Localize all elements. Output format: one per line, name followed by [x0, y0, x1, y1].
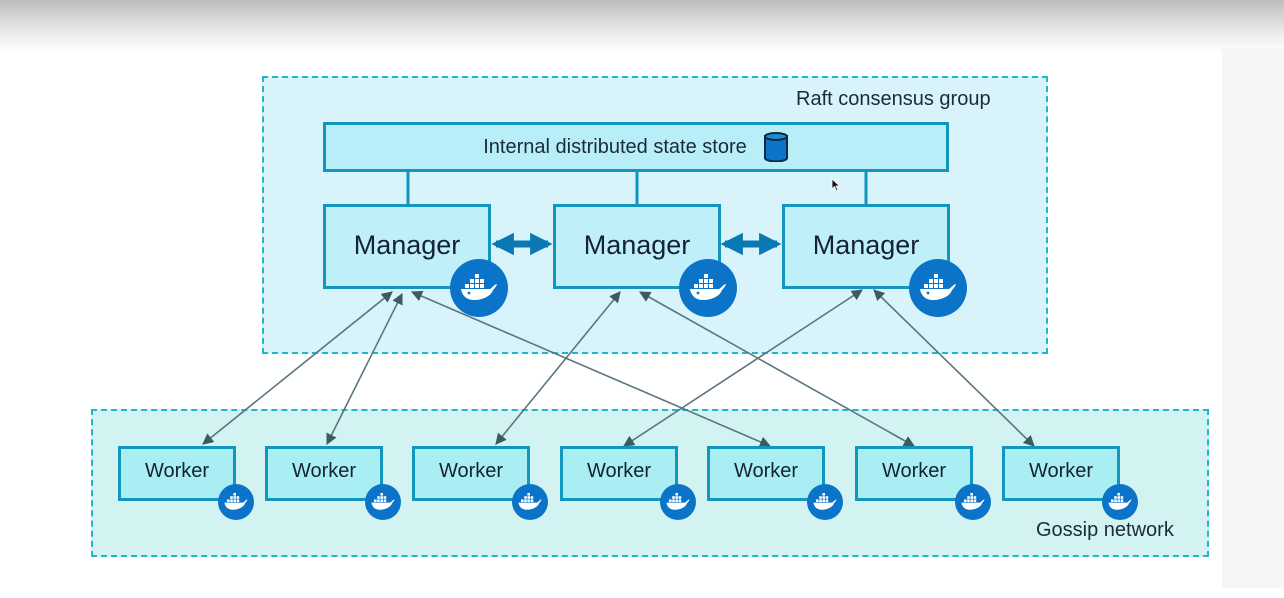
worker-label: Worker	[1028, 460, 1094, 482]
worker-node-1: Worker	[118, 446, 236, 501]
internal-state-store: Internal distributed state store	[323, 122, 949, 172]
worker-label: Worker	[438, 460, 504, 482]
docker-whale-icon	[512, 484, 548, 520]
docker-whale-icon	[365, 484, 401, 520]
raft-group-label: Raft consensus group	[796, 88, 991, 110]
database-icon	[763, 132, 788, 162]
top-shadow	[0, 0, 1284, 52]
docker-whale-icon	[807, 484, 843, 520]
docker-whale-icon	[1102, 484, 1138, 520]
docker-whale-icon	[660, 484, 696, 520]
manager-label: Manager	[353, 230, 461, 260]
manager-2-worker-3-link	[495, 291, 621, 445]
manager-3-worker-7-link	[873, 289, 1035, 447]
state-store-label: Internal distributed state store	[483, 135, 747, 158]
worker-label: Worker	[586, 460, 652, 482]
worker-label: Worker	[881, 460, 947, 482]
manager-2-worker-6-link	[639, 291, 915, 447]
manager-1-worker-1-link	[202, 291, 393, 445]
docker-whale-icon	[679, 259, 737, 317]
docker-whale-icon	[450, 259, 508, 317]
mouse-cursor-icon	[831, 178, 841, 192]
docker-whale-icon	[955, 484, 991, 520]
worker-node-4: Worker	[560, 446, 678, 501]
right-margin-strip	[1222, 48, 1284, 588]
worker-node-7: Worker	[1002, 446, 1120, 501]
manager-label: Manager	[812, 230, 920, 260]
worker-label: Worker	[144, 460, 210, 482]
worker-node-6: Worker	[855, 446, 973, 501]
manager-3-worker-4-link	[623, 289, 863, 447]
docker-whale-icon	[218, 484, 254, 520]
manager-label: Manager	[583, 230, 691, 260]
worker-node-2: Worker	[265, 446, 383, 501]
docker-whale-icon	[909, 259, 967, 317]
worker-label: Worker	[733, 460, 799, 482]
worker-node-5: Worker	[707, 446, 825, 501]
worker-label: Worker	[291, 460, 357, 482]
gossip-group-label: Gossip network	[1036, 519, 1174, 541]
manager-1-worker-2-link	[326, 292, 403, 446]
worker-node-3: Worker	[412, 446, 530, 501]
